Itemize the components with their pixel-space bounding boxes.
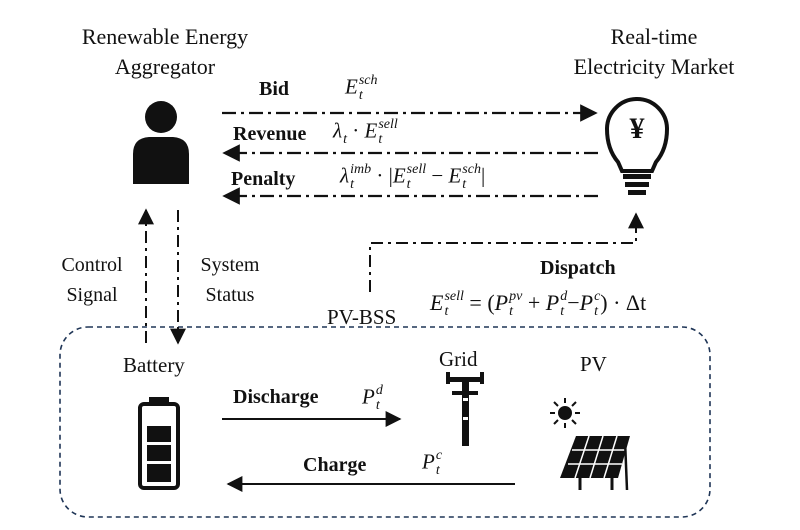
pv-bss-label: PV-BSS [327,305,397,329]
aggregator-label-line2: Aggregator [114,54,216,79]
market-label-line2: Electricity Market [573,54,735,79]
person-icon [133,101,189,184]
system-status-line2: Status [205,284,255,306]
grid-label: Grid [439,347,478,371]
control-signal-line1: Control [61,254,123,276]
pv-bss-frame [59,326,711,518]
dispatch-arrow [369,212,644,292]
bid-label: Bid [259,78,290,100]
penalty-label: Penalty [231,168,296,190]
system-status-line1: System [200,254,260,276]
dispatch-label: Dispatch [540,257,616,279]
currency-symbol: ¥ [630,112,645,145]
market-label-line1: Real-time [610,24,698,49]
charge-label: Charge [303,454,367,476]
battery-label: Battery [123,353,185,377]
control-signal-line2: Signal [66,284,118,306]
sun-icon [550,398,580,428]
revenue-label: Revenue [233,123,307,145]
pv-label: PV [580,352,607,376]
aggregator-label-line1: Renewable Energy [81,24,249,49]
light-bulb-icon [604,97,670,195]
discharge-label: Discharge [233,386,319,408]
battery-icon [138,397,180,490]
utility-pole-icon [446,372,484,446]
solar-panel-icon [560,435,630,491]
